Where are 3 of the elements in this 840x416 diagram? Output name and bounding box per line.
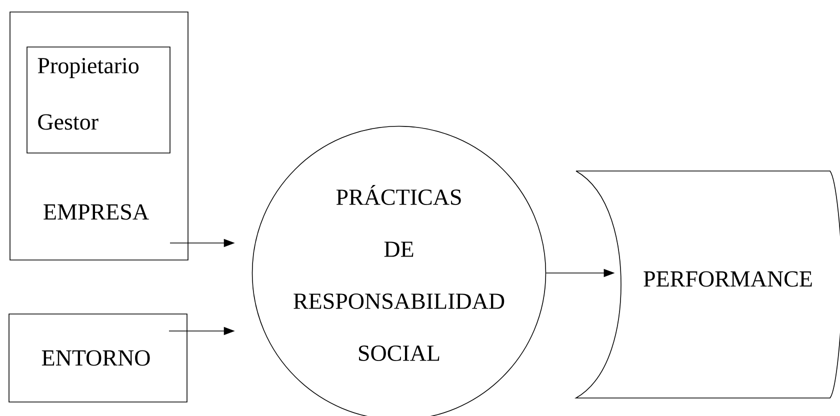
scroll-shape: PERFORMANCE [576,170,840,398]
box: ENTORNO [8,314,188,402]
box: Propietario Gestor [26,46,170,154]
